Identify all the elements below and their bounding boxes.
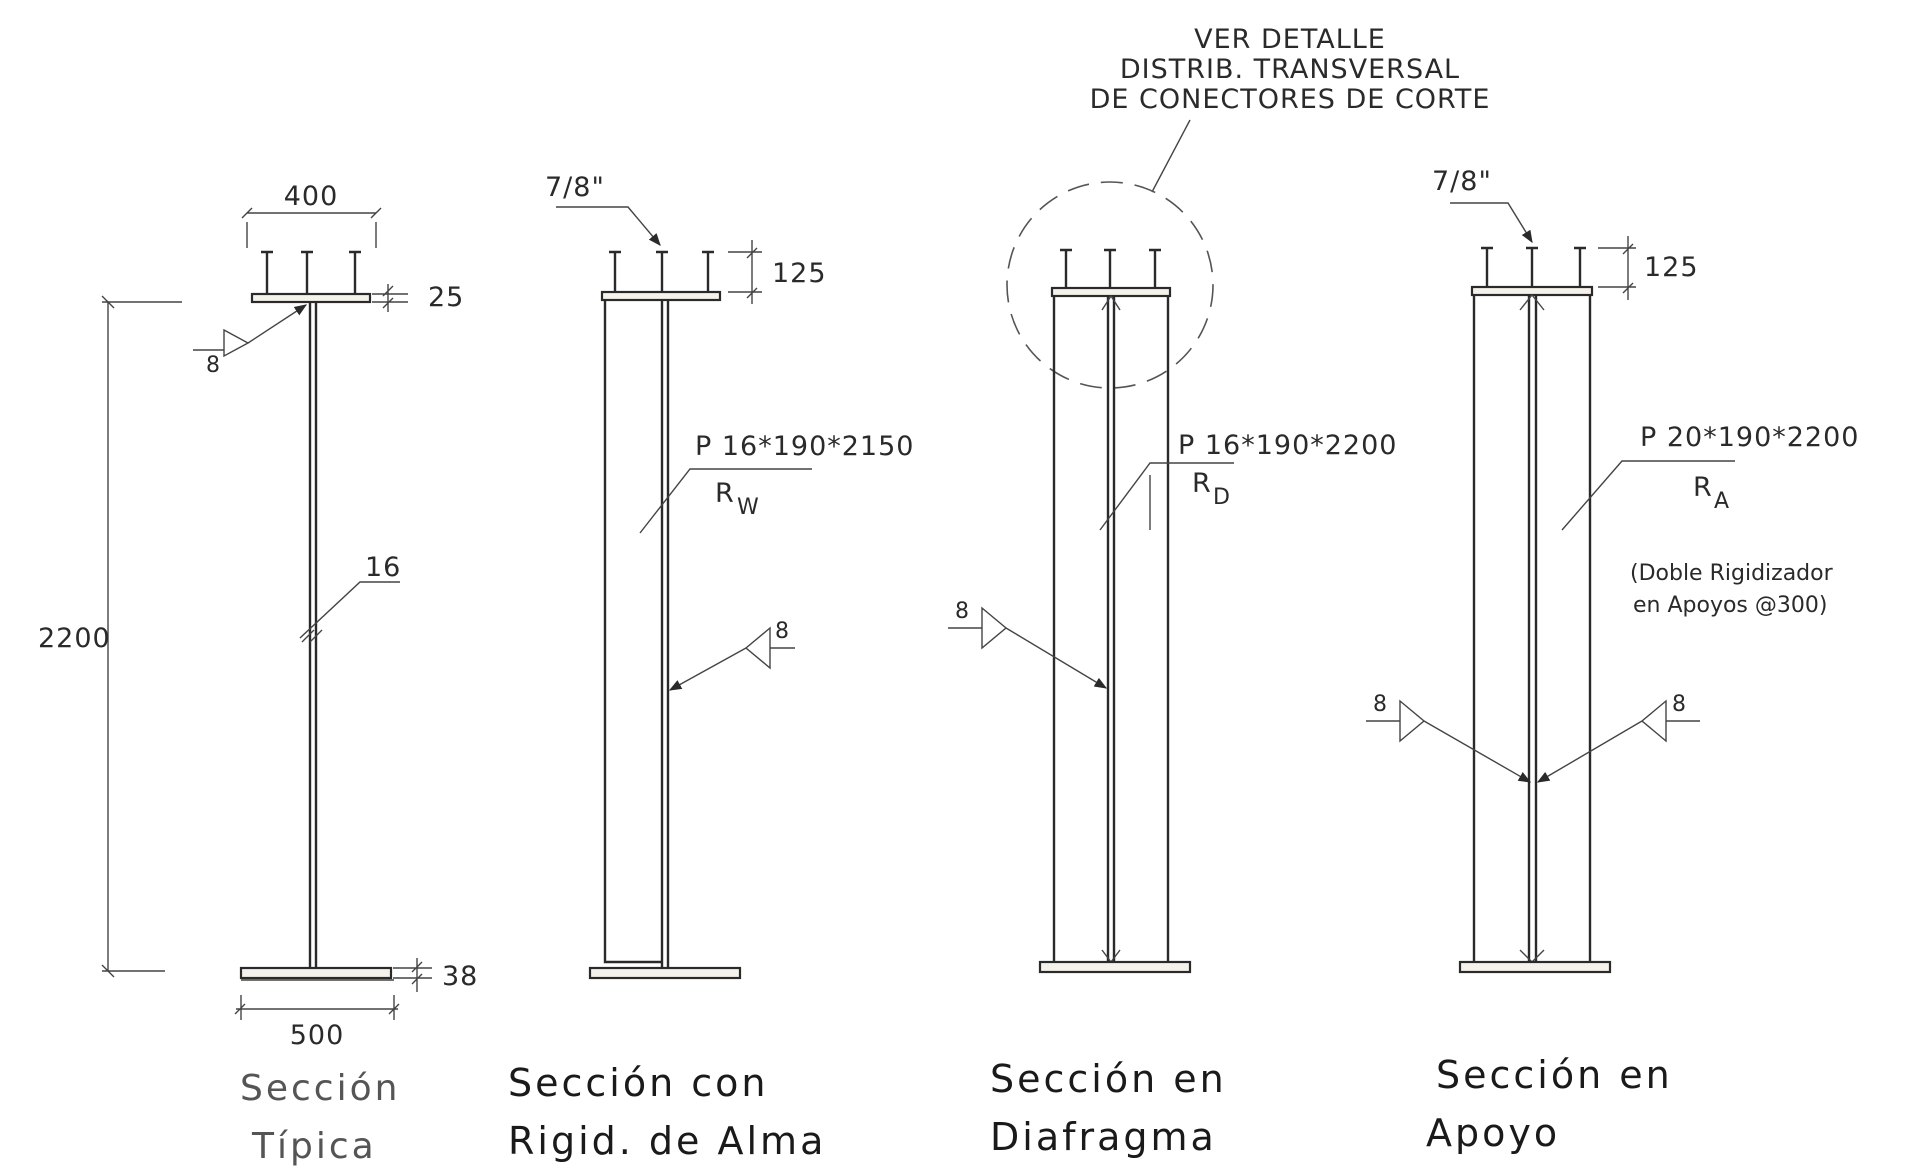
plate-label: P 16*190*2200 <box>1178 430 1397 461</box>
stiffener-mark: R <box>1192 468 1212 499</box>
section-apoyo: 7/8" 125 P 20*190*2200 R A (Doble Rigidi… <box>1366 166 1859 1155</box>
section-title-line1: Sección en <box>990 1057 1227 1101</box>
web-plate <box>1527 295 1538 962</box>
stud-leader <box>556 206 661 246</box>
dim-125-text: 125 <box>1644 252 1699 283</box>
stiffener-mark-sub: A <box>1714 489 1729 514</box>
note-line1: (Doble Rigidizador <box>1630 561 1834 586</box>
stiffener-mark-sub: D <box>1213 485 1230 510</box>
dim-125-line <box>728 240 762 304</box>
stiffener-plate <box>603 300 662 964</box>
dim-125-line <box>1598 236 1636 300</box>
stud-size: 7/8" <box>545 172 605 203</box>
weld-size: 8 <box>955 599 969 624</box>
dim-400-text: 400 <box>284 181 339 212</box>
section-title-line1: Sección <box>240 1068 400 1109</box>
plate-label: P 20*190*2200 <box>1640 422 1859 453</box>
web-plate <box>308 302 318 968</box>
shear-studs <box>609 250 714 292</box>
plate-leader <box>1561 460 1735 531</box>
top-flange <box>600 290 722 302</box>
weld-fillets <box>1101 294 1121 964</box>
section-title-line1: Sección en <box>1436 1053 1673 1097</box>
section-title-line2: Diafragma <box>990 1115 1217 1159</box>
shear-studs <box>1060 248 1161 288</box>
callout-leader <box>1151 119 1191 193</box>
note-line2: en Apoyos @300) <box>1633 593 1827 618</box>
detail-circle <box>1006 181 1214 389</box>
shear-studs <box>261 250 361 294</box>
weld-symbol: 8 <box>668 619 795 691</box>
weld-size-right: 8 <box>1672 692 1686 717</box>
stiffener-mark: R <box>715 478 735 509</box>
web-plate <box>660 300 670 968</box>
weld-size-left: 8 <box>1373 692 1387 717</box>
dim-2200-line <box>101 295 182 978</box>
bottom-flange <box>1038 960 1192 974</box>
stud-size: 7/8" <box>1432 166 1492 197</box>
section-rigid-alma: 7/8" 125 P 16*190*2150 R W 8 Sección con… <box>508 172 914 1163</box>
section-diafragma: VER DETALLE DISTRIB. TRANSVERSAL DE CONE… <box>948 24 1491 1159</box>
stiffener-mark-sub: W <box>737 495 759 520</box>
dim-38-line <box>393 958 432 992</box>
dim-400-line <box>241 207 382 248</box>
dim-25-line <box>372 284 408 312</box>
weld-symbol-right: 8 <box>1536 692 1700 783</box>
dim-25-text: 25 <box>428 282 464 313</box>
weld-size: 8 <box>206 353 220 378</box>
dim-38-text: 38 <box>442 961 478 992</box>
section-title-line2: Rigid. de Alma <box>508 1119 826 1163</box>
callout-line2: DISTRIB. TRANSVERSAL <box>1120 54 1460 85</box>
dim-16-line <box>299 581 400 643</box>
weld-size: 8 <box>775 619 789 644</box>
bottom-flange <box>588 966 742 980</box>
bottom-flange <box>1458 960 1612 974</box>
top-flange <box>1470 285 1594 297</box>
section-tipica: 400 25 2200 16 38 500 8 Sección Típica <box>38 181 478 1167</box>
shear-studs <box>1481 246 1586 287</box>
callout-line1: VER DETALLE <box>1194 24 1386 55</box>
plate-leader <box>1099 462 1234 531</box>
dim-500-line <box>234 979 400 1020</box>
section-title-line2: Apoyo <box>1426 1111 1560 1155</box>
plate-leader <box>639 468 812 534</box>
web-plate <box>1106 296 1116 962</box>
bottom-flange <box>239 966 393 980</box>
stud-leader <box>1450 202 1533 244</box>
callout-line3: DE CONECTORES DE CORTE <box>1090 84 1491 115</box>
diaphragm-plate <box>1052 296 1170 962</box>
dim-500-text: 500 <box>290 1020 345 1051</box>
plate-label: P 16*190*2150 <box>695 431 914 462</box>
dim-2200-text: 2200 <box>38 623 111 654</box>
section-title-line1: Sección con <box>508 1061 768 1105</box>
dim-16-text: 16 <box>365 552 401 583</box>
dim-125-text: 125 <box>772 258 827 289</box>
bearing-stiffeners <box>1472 295 1592 962</box>
section-title-line2: Típica <box>251 1126 377 1167</box>
weld-fillets <box>1519 293 1545 963</box>
top-flange <box>250 292 372 304</box>
stiffener-mark: R <box>1693 472 1713 503</box>
weld-symbol: 8 <box>948 599 1108 689</box>
weld-symbol: 8 <box>193 304 308 378</box>
weld-symbol-left: 8 <box>1366 692 1532 783</box>
